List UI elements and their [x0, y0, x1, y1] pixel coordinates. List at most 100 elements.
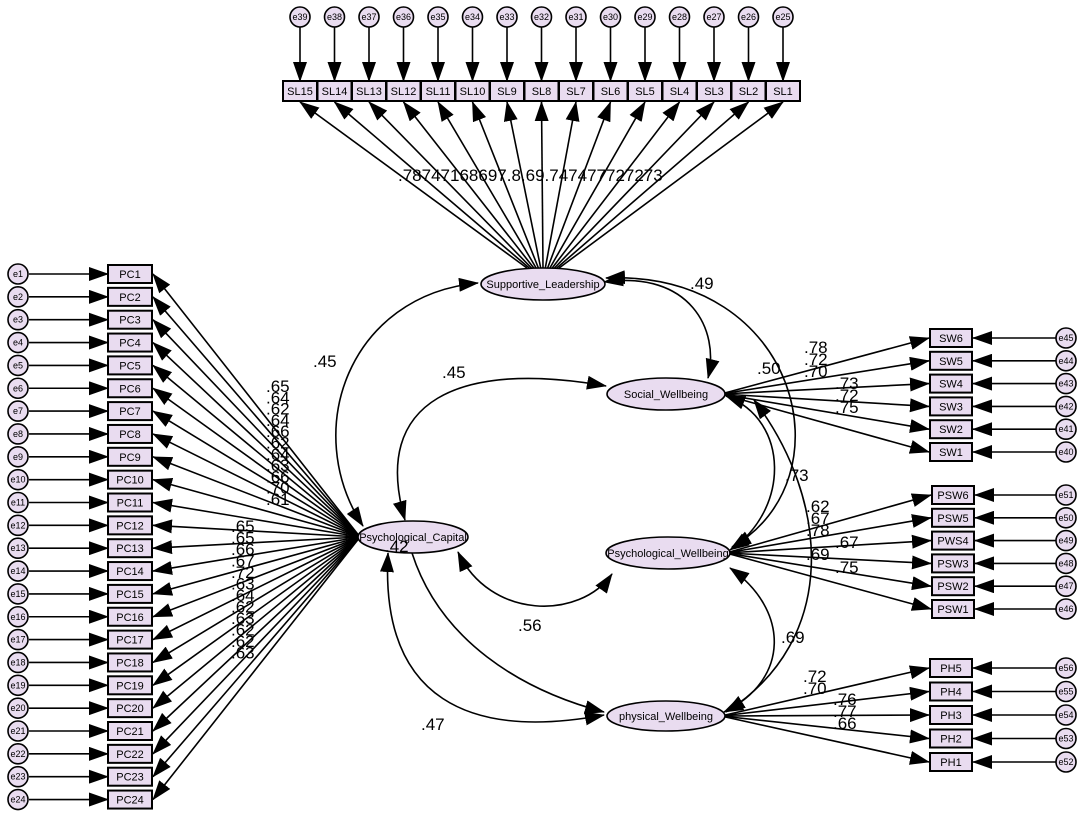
ph-indicator-box: [929, 705, 973, 725]
physical-wellbeing-label: physical_Wellbeing: [619, 711, 713, 723]
supportive-leadership-label: Supportive_Leadership: [486, 279, 599, 291]
sw-indicator-label: SW3: [939, 401, 963, 413]
pc-error-label: e12: [10, 520, 25, 530]
sw-error-circle: [1055, 441, 1077, 463]
pc-loading-arrow: [152, 318, 361, 538]
pc-indicator-box: [107, 698, 153, 719]
pc-error-label: e21: [10, 726, 25, 736]
ph-indicator-box: [929, 658, 973, 678]
psw-error-label: e51: [1058, 490, 1073, 500]
pc-error-label: e24: [10, 795, 25, 805]
sw-indicator-box: [929, 396, 973, 417]
psw-loading-coef: .67: [806, 509, 830, 528]
psw-error-circle: [1055, 484, 1077, 506]
sw-error-label: e44: [1058, 356, 1073, 366]
sl-error-label: e29: [637, 12, 652, 22]
pc-error-circle: [7, 605, 29, 628]
pc-loading-arrow: [152, 364, 361, 538]
pc-loading-coef: .63: [231, 644, 255, 663]
ph-indicator-label: PH2: [940, 734, 961, 746]
pc-indicator-box: [107, 286, 153, 307]
cov-pc-ph: [411, 552, 605, 714]
pc-error-circle: [7, 377, 29, 400]
cov-psw-ph: [723, 567, 775, 713]
sw-loading-coef: .73: [835, 374, 859, 393]
coef-psw-ph: .69: [781, 628, 805, 647]
pc-loading-coef: .64: [266, 445, 290, 464]
pc-error-label: e8: [13, 429, 23, 439]
pc-error-label: e14: [10, 566, 25, 576]
sw-error-label: e40: [1058, 447, 1073, 457]
sw-indicator-box: [929, 350, 973, 371]
ph-error-label: e55: [1058, 687, 1073, 697]
pc-loading-arrow: [152, 536, 361, 709]
sl-error-circle: [703, 6, 725, 28]
pc-error-circle: [7, 263, 29, 285]
pc-loading-arrow: [152, 456, 361, 538]
sw-error-circle: [1055, 395, 1077, 418]
pc-loading-coef: .66: [266, 467, 290, 486]
sw-loading-arrow: [720, 393, 930, 454]
sl-error-label: e31: [568, 12, 583, 22]
sl-error-label: e30: [603, 12, 618, 22]
psw-loading-coef: .62: [806, 497, 830, 516]
pc-loading-coef: .63: [231, 609, 255, 628]
sl-error-circle: [392, 6, 415, 28]
sl-error-label: e38: [327, 12, 342, 22]
psw-error-label: e47: [1058, 581, 1073, 591]
sw-indicator-label: SW5: [939, 356, 963, 368]
psw-loading-coef: .67: [835, 533, 859, 552]
psw-indicator-box: [931, 553, 975, 574]
pc-error-circle: [7, 468, 29, 491]
pc-indicator-label: PC6: [119, 383, 140, 395]
pc-error-label: e7: [13, 406, 23, 416]
sl-indicator-label: SL2: [739, 86, 759, 98]
pc-loading-arrow: [152, 410, 361, 538]
sl-indicator-box: [765, 80, 801, 102]
psw-indicator-label: PSW3: [937, 558, 968, 570]
ph-indicator-label: PH3: [940, 710, 961, 722]
sw-loading-coef: .72: [835, 386, 859, 405]
pc-loading-arrow: [152, 536, 361, 732]
pc-indicator-box: [107, 378, 153, 399]
sl-error-circle: [289, 6, 311, 28]
sw-error-label: e41: [1058, 424, 1073, 434]
pc-loading-arrow: [152, 536, 361, 596]
pc-indicator-box: [107, 652, 153, 673]
pc-loading-coef: .62: [231, 598, 255, 617]
coef-sl-psw: .73: [785, 466, 809, 485]
pc-error-circle: [7, 354, 29, 377]
pc-indicator-label: PC20: [116, 703, 144, 715]
sl-error-label: e36: [396, 12, 411, 22]
pc-loading-arrow: [152, 296, 361, 538]
sl-indicator-label: SL6: [601, 86, 621, 98]
pc-indicator-box: [107, 309, 153, 330]
sw-loading-arrow: [720, 393, 930, 413]
pc-error-label: e3: [13, 315, 23, 325]
physical-wellbeing-ellipse: [606, 700, 726, 732]
ph-indicator-label: PH4: [940, 687, 961, 699]
sw-indicator-label: SW1: [939, 447, 963, 459]
psychological-wellbeing-ellipse: [605, 536, 731, 570]
pc-error-circle: [7, 400, 29, 422]
psw-indicator-box: [931, 599, 975, 619]
ph-error-circle: [1055, 680, 1077, 703]
sl-loading-arrow: [558, 101, 784, 269]
cov-pc-ph-lower: [379, 552, 605, 726]
sl-indicator-label: SL13: [356, 86, 382, 98]
ph-indicator-label: PH1: [940, 757, 961, 769]
pc-indicator-label: PC10: [116, 475, 144, 487]
pc-indicator-box: [107, 469, 153, 490]
psw-error-label: e50: [1058, 513, 1073, 523]
pc-loading-coef: .64: [266, 411, 290, 430]
cov-pc-psw: [457, 551, 613, 607]
psw-indicator-box: [931, 507, 975, 528]
psw-error-circle: [1055, 552, 1077, 575]
pc-indicator-label: PC16: [116, 612, 144, 624]
sw-error-label: e45: [1058, 333, 1073, 343]
pc-loading-arrow: [152, 536, 361, 801]
coef-pc-ph: .42: [385, 537, 409, 556]
sw-error-circle: [1055, 372, 1077, 395]
psychological-capital-label: Psychological_Capital: [359, 532, 467, 544]
sl-error-label: e28: [672, 12, 687, 22]
